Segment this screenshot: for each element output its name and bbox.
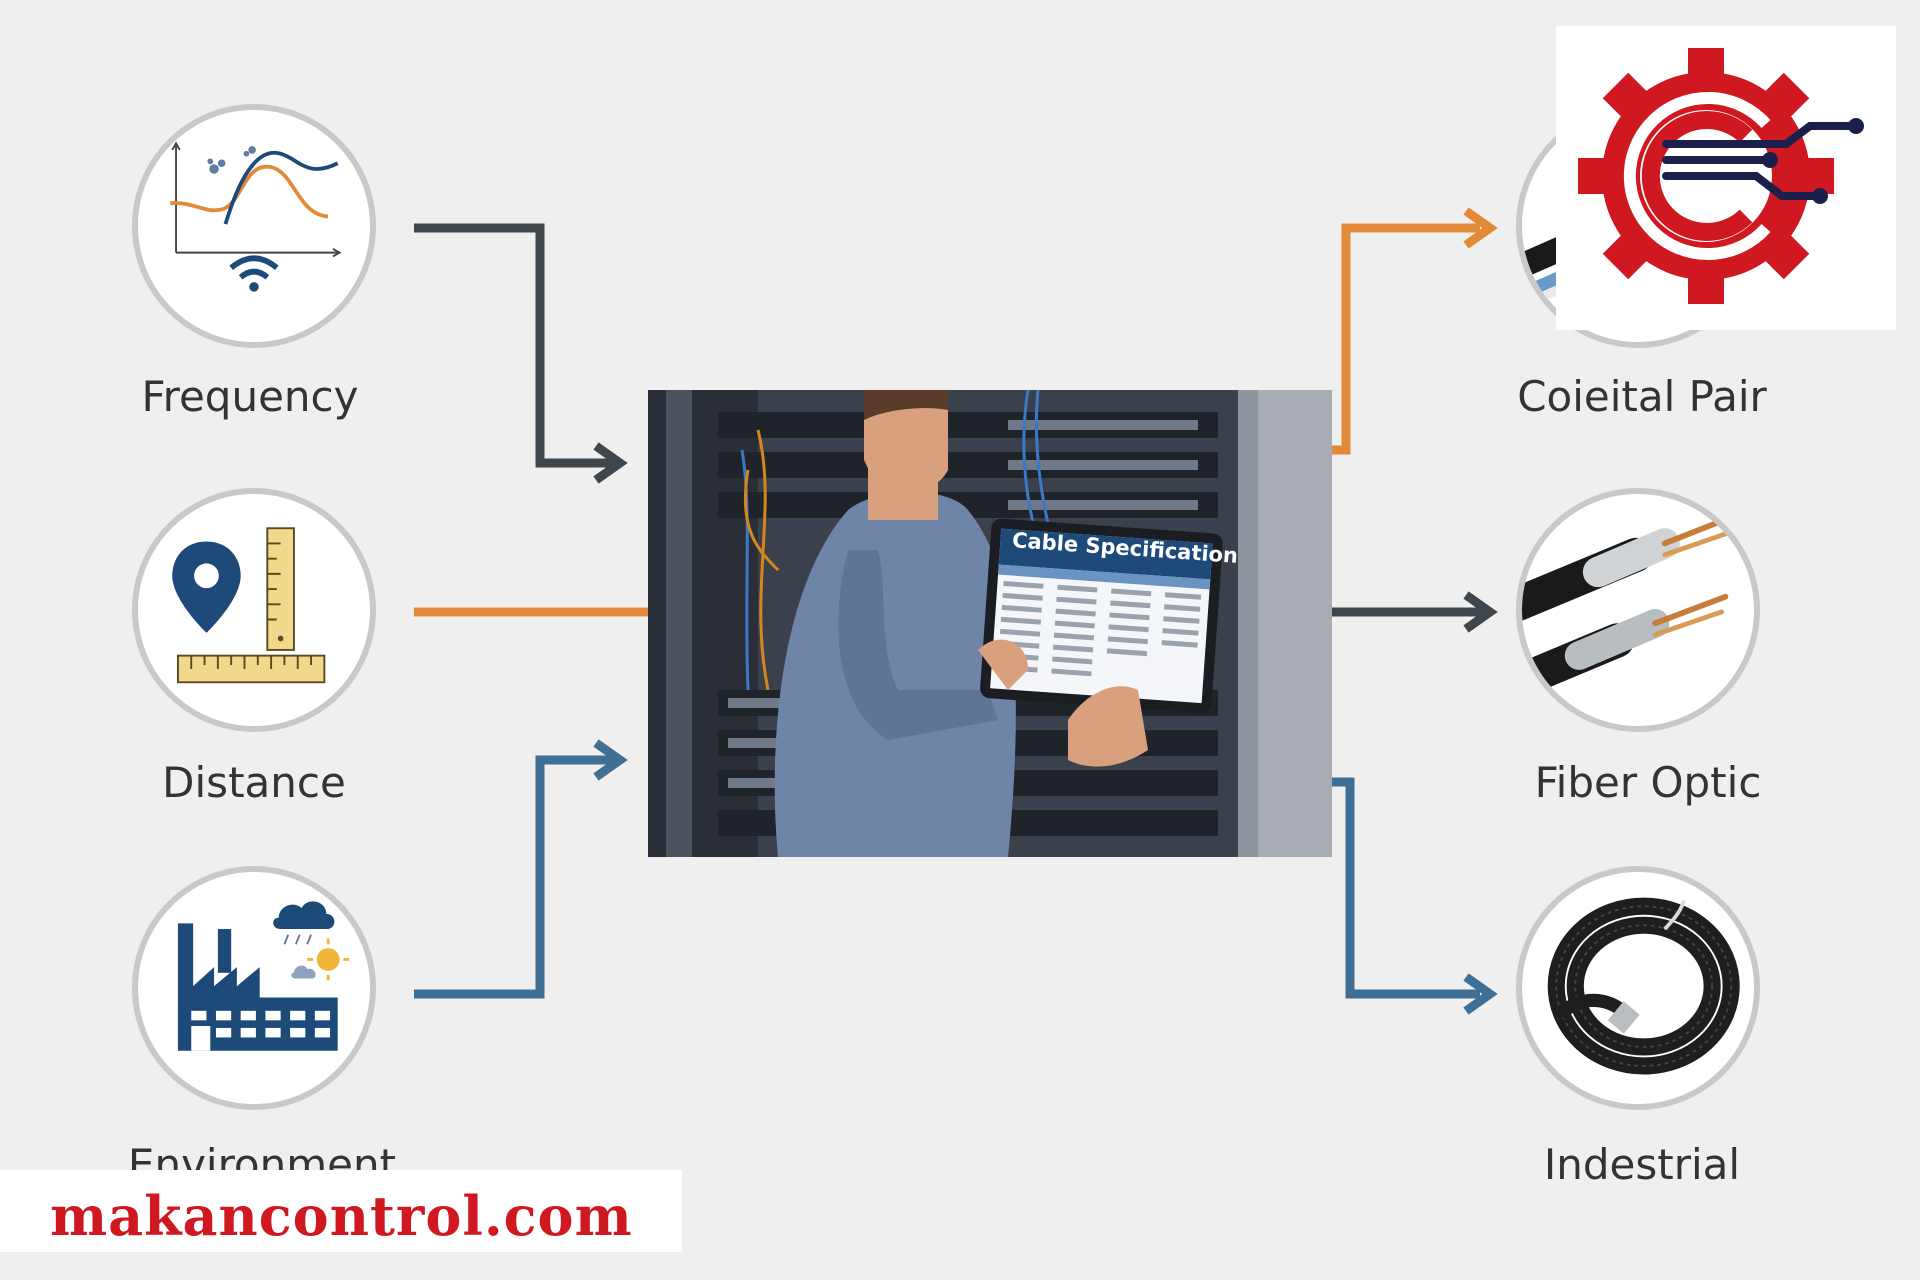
arrowhead-environment (593, 739, 628, 781)
arrowhead-output-3 (1463, 973, 1498, 1015)
frequency-circle (132, 104, 376, 348)
output-label-twisted-pair: Coieital Pair (1517, 372, 1767, 421)
gear-circuit-logo-icon (1578, 48, 1864, 304)
arrowhead-output-1 (1463, 207, 1498, 249)
factory-weather-icon (177, 901, 350, 1051)
arrow-output-3 (1332, 777, 1480, 999)
output-label-fiber-optic: Fiber Optic (1534, 758, 1762, 807)
frequency-chart-icon (170, 141, 342, 292)
arrowhead-frequency (593, 442, 628, 484)
arrow-environment (414, 755, 612, 999)
input-label-distance: Distance (162, 758, 346, 807)
coiled-cable-icon (1547, 897, 1740, 1075)
brand-logo (1556, 26, 1896, 330)
output-label-industrial: Indestrial (1543, 1140, 1741, 1189)
fiber-optic-circle (1516, 488, 1760, 732)
watermark-box: makancontrol.com (0, 1170, 682, 1252)
location-ruler-icon (172, 527, 326, 684)
distance-circle (132, 488, 376, 732)
industrial-circle (1516, 866, 1760, 1110)
arrowhead-output-2 (1463, 591, 1498, 633)
coaxial-cable-icon (1522, 515, 1731, 699)
input-label-frequency: Frequency (141, 372, 359, 421)
server-rack-illustration (648, 390, 1332, 857)
arrow-frequency (414, 223, 612, 468)
environment-circle (132, 866, 376, 1110)
technician-server-rack-image: Cable Specification (648, 390, 1332, 857)
watermark-text: makancontrol.com (50, 1184, 633, 1248)
arrow-output-1 (1332, 223, 1480, 455)
